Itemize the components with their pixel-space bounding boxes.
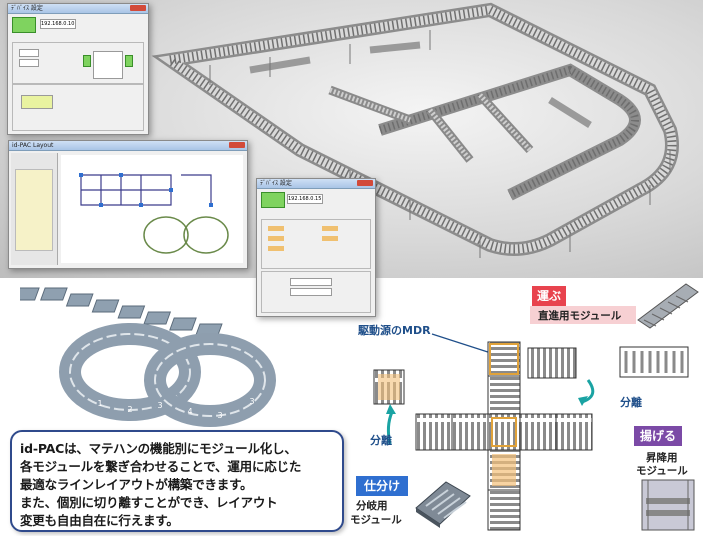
window-titlebar: ﾃﾞﾊﾞｲｽ 設定 [8,4,148,14]
field-b[interactable] [19,59,39,67]
io-label-c [268,246,284,251]
svg-text:2: 2 [127,405,132,414]
window-title: ﾃﾞﾊﾞｲｽ 設定 [260,180,292,187]
window-title: id-PAC Layout [12,142,54,149]
description-line-3: 最適なラインレイアウトが構築できます。 [20,477,253,492]
modular-loop-render: 1 2 3 4 3 3 [20,287,276,427]
separate-label-right: 分離 [620,396,642,409]
field-a[interactable] [19,49,39,57]
module-palette [11,153,58,265]
straight-module-photo [637,283,699,329]
close-icon[interactable] [130,5,146,11]
branch-module-label-2: モジュール [350,514,402,526]
lift-module-label-1: 昇降用 [646,452,678,464]
layout-canvas[interactable] [61,155,243,263]
settings-group-2 [12,84,144,131]
svg-text:1: 1 [97,399,102,408]
device-settings-window-2: ﾃﾞﾊﾞｲｽ 設定 192.168.0.15 [256,178,376,317]
io-label-a [268,226,284,231]
module-cross-diagram [373,341,595,531]
detached-module-right [619,346,689,378]
io-led-left [83,55,91,67]
svg-text:3: 3 [249,397,254,406]
highlight-box [21,95,53,109]
window-title: ﾃﾞﾊﾞｲｽ 設定 [11,5,43,12]
svg-text:3: 3 [157,401,162,410]
field-c[interactable] [290,278,332,286]
ip-address-field[interactable]: 192.168.0.15 [287,194,323,204]
status-indicator [261,192,285,208]
svg-text:3: 3 [217,411,222,420]
settings-group [12,42,144,84]
sort-tag: 仕分け [356,476,408,496]
device-settings-window-1: ﾃﾞﾊﾞｲｽ 設定 192.168.0.10 [7,3,149,135]
io-label-d [322,226,338,231]
straight-module-band [530,306,636,324]
description-panel: id-PACは、マテハンの機能別にモジュール化し、 各モジュールを繋ぎ合わせるこ… [10,430,344,532]
description-line-1: id-PACは、マテハンの機能別にモジュール化し、 [20,441,297,456]
io-settings-group [261,219,371,269]
io-led-right [125,55,133,67]
conveyor-3d-render [151,2,679,258]
lift-tag: 揚げる [634,426,682,446]
status-indicator [12,17,36,33]
description-line-4: また、個別に切り離すことができ、レイアウト [20,495,278,510]
field-d[interactable] [290,288,332,296]
io-label-e [322,236,338,241]
svg-text:4: 4 [187,407,192,416]
lift-module-photo [641,479,695,531]
lift-module-label-2: モジュール [636,465,688,477]
io-grid [93,51,123,79]
mdr-pointer-line [431,333,495,355]
description-line-2: 各モジュールを繋ぎ合わせることで、運用に応じた [20,459,302,474]
close-icon[interactable] [357,180,373,186]
transport-tag: 運ぶ [532,286,566,306]
palette-list[interactable] [15,169,53,251]
branch-module-label-1: 分岐用 [356,500,388,512]
description-line-5: 変更も自由自在に行えます。 [20,513,179,528]
separate-label-left: 分離 [370,434,392,447]
ip-address-field[interactable]: 192.168.0.10 [40,19,76,29]
settings-group-3 [261,271,371,313]
window-titlebar: ﾃﾞﾊﾞｲｽ 設定 [257,179,375,189]
straight-module-label: 直進用モジュール [538,310,622,322]
layout-editor-window: id-PAC Layout [8,140,248,269]
window-titlebar: id-PAC Layout [9,141,247,151]
close-icon[interactable] [229,142,245,148]
branch-module-photo [415,481,471,528]
mdr-label: 駆動源のMDR [358,324,431,337]
io-label-b [268,236,284,241]
